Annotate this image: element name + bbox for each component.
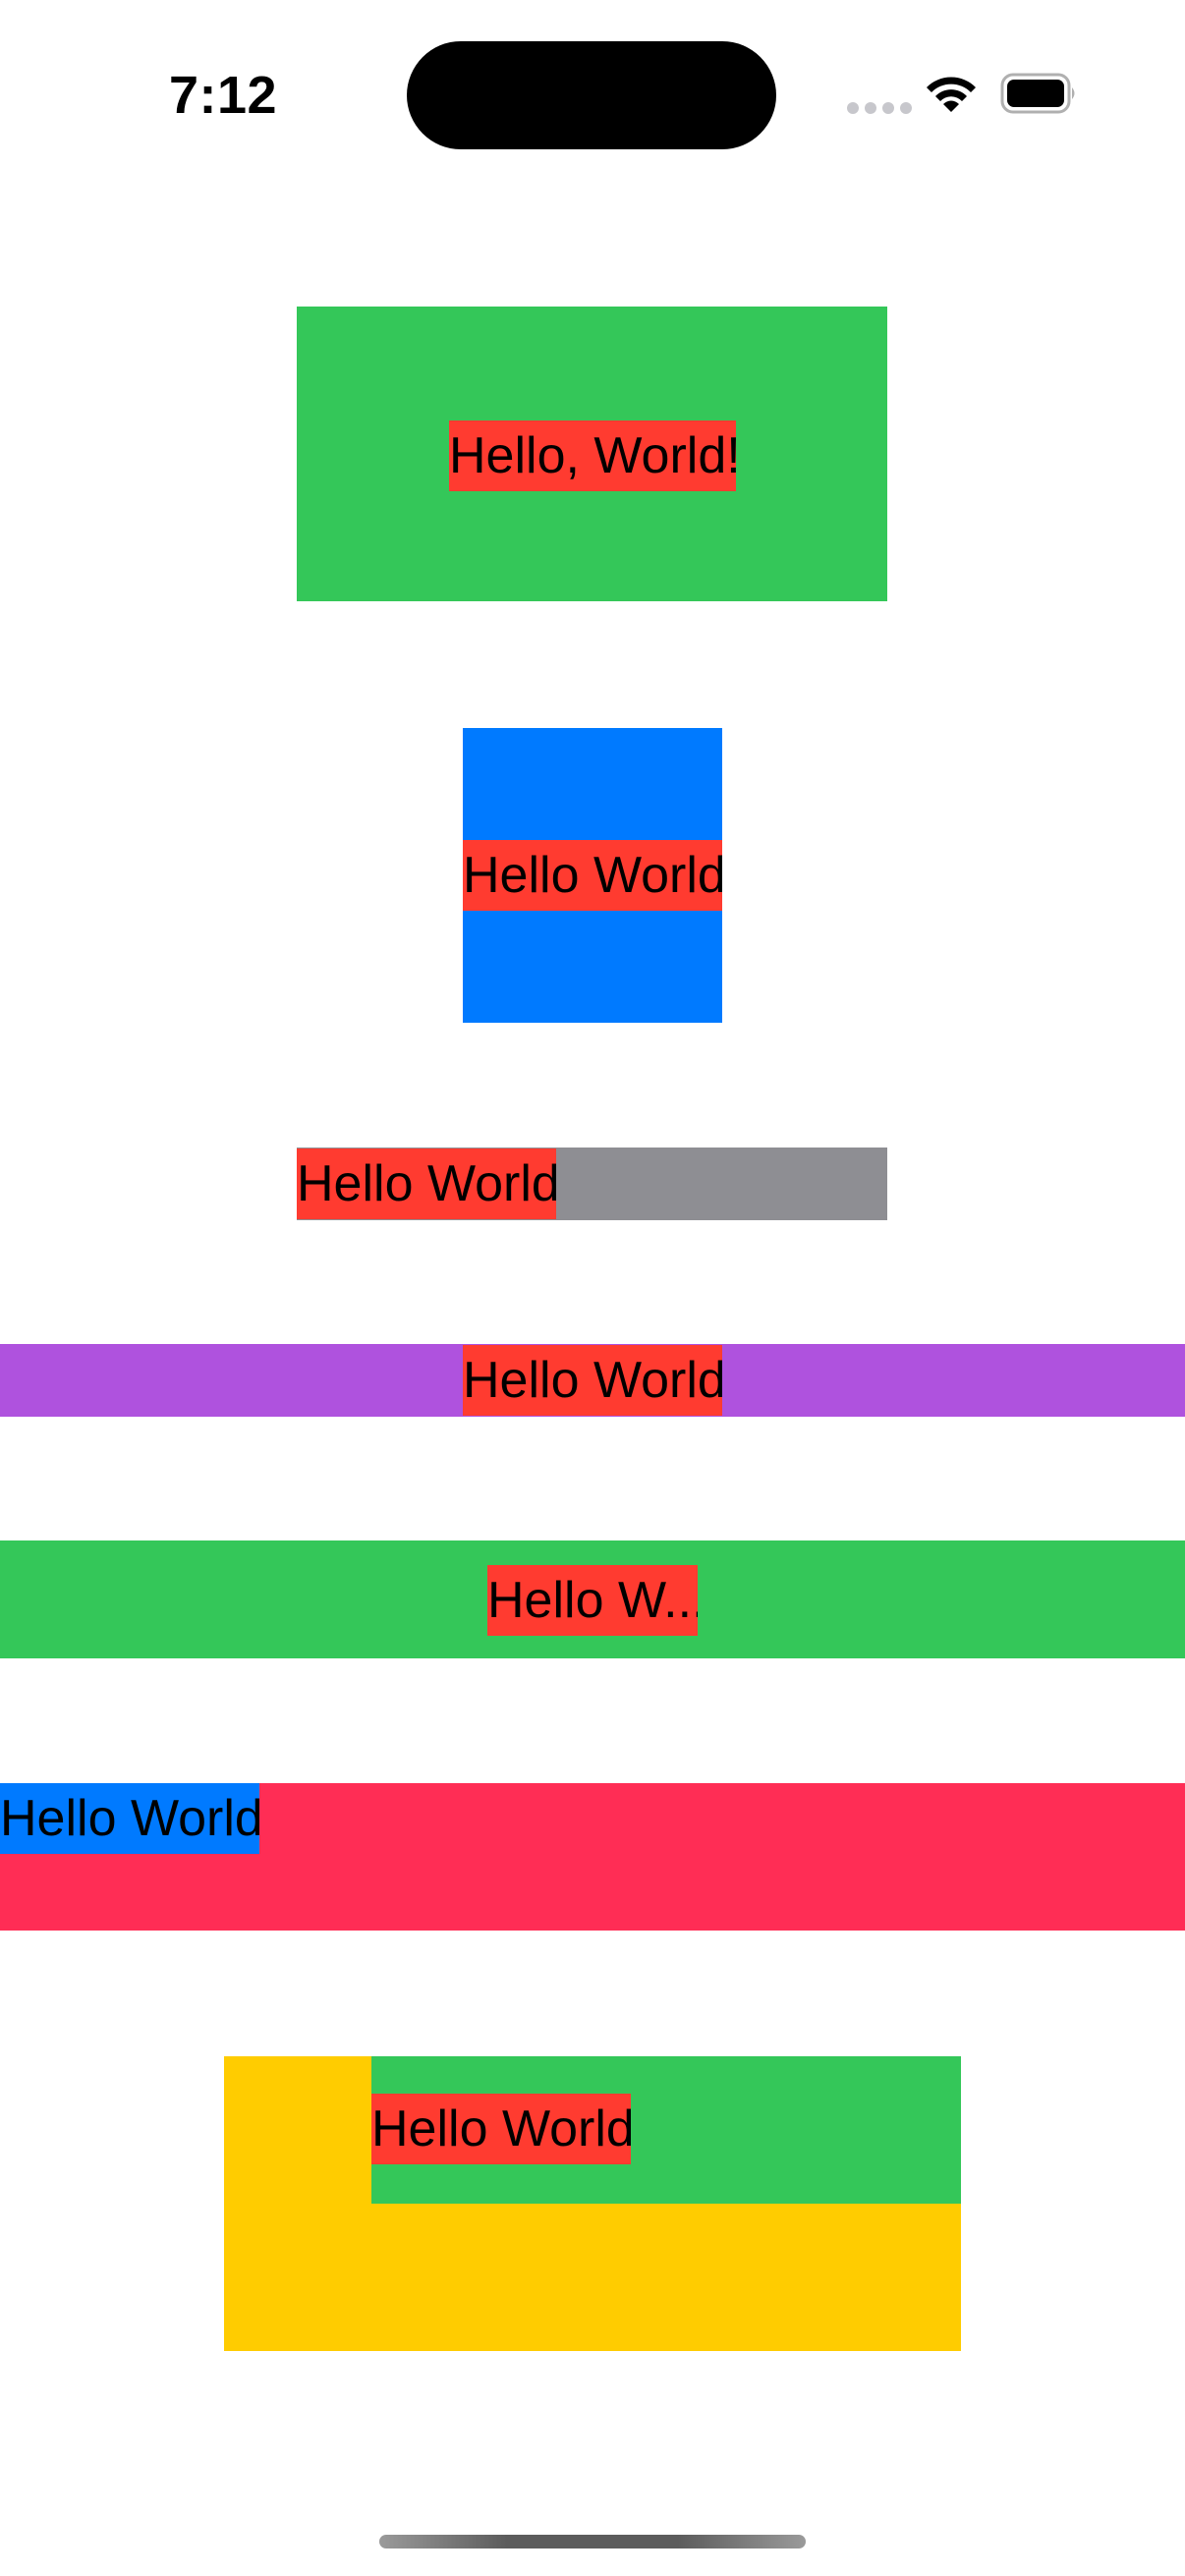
example-2-label: Hello World (463, 840, 722, 911)
example-5-label: Hello W... (487, 1565, 698, 1636)
status-time: 7:12 (169, 66, 278, 125)
example-3-label: Hello World (297, 1148, 556, 1219)
wifi-icon (927, 77, 976, 112)
example-6-label: Hello World (0, 1783, 259, 1854)
home-indicator[interactable] (379, 2535, 806, 2548)
example-7-label: Hello World (371, 2094, 631, 2164)
example-4-label: Hello World (463, 1345, 722, 1416)
example-1-label: Hello, World! (449, 420, 736, 491)
dynamic-island (407, 41, 776, 149)
cellular-dots-icon (847, 102, 912, 114)
battery-icon (1000, 73, 1075, 114)
